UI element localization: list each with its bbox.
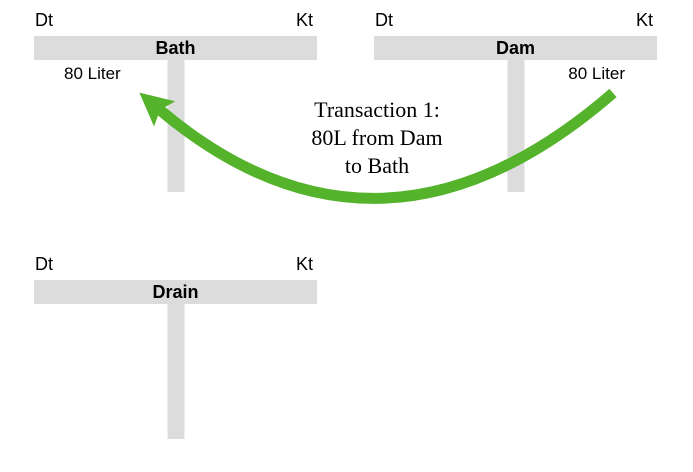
account-column-labels: Dt Kt — [34, 253, 317, 275]
account-title-bar: Drain — [34, 280, 317, 304]
credit-column-label: Kt — [635, 10, 653, 30]
account-column-labels: Dt Kt — [374, 9, 657, 31]
transaction-caption-line2: 80L from Dam — [311, 125, 443, 150]
account-entries: 80 Liter — [34, 64, 317, 84]
account-stem — [167, 304, 184, 439]
account-drain: Dt Kt Drain — [34, 253, 317, 439]
debit-column-label: Dt — [35, 10, 53, 30]
account-stem — [167, 60, 184, 192]
transaction-caption-line3: to Bath — [344, 153, 410, 178]
credit-column-label: Kt — [295, 10, 313, 30]
account-dam: Dt Kt Dam 80 Liter — [374, 9, 657, 192]
credit-entry: 80 Liter — [568, 64, 625, 83]
account-title-bar: Dam — [374, 36, 657, 60]
account-column-labels: Dt Kt — [34, 9, 317, 31]
transaction-caption-line1: Transaction 1: — [314, 97, 440, 122]
debit-column-label: Dt — [35, 254, 53, 274]
debit-entry: 80 Liter — [64, 64, 121, 83]
transaction-caption: Transaction 1: 80L from Dam to Bath — [311, 96, 442, 180]
account-title-bar: Bath — [34, 36, 317, 60]
account-bath: Dt Kt Bath 80 Liter — [34, 9, 317, 192]
debit-column-label: Dt — [375, 10, 393, 30]
account-stem — [507, 60, 524, 192]
credit-column-label: Kt — [295, 254, 313, 274]
account-entries: 80 Liter — [374, 64, 657, 84]
